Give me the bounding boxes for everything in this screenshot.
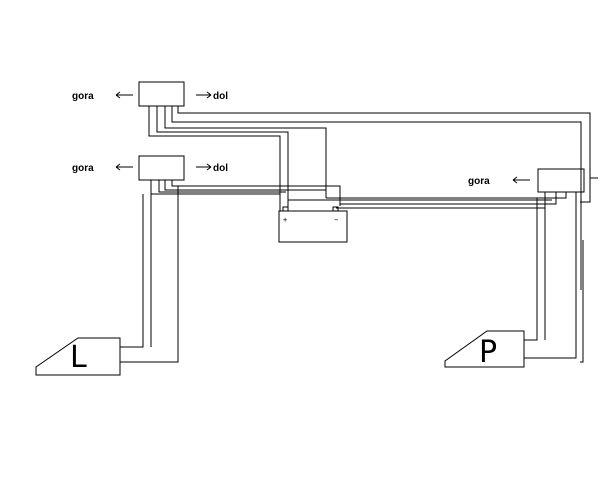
door-left-label: L	[70, 340, 87, 375]
door-right-label: P	[479, 335, 497, 370]
wire	[171, 180, 341, 206]
switch-1-down-arrow	[196, 91, 212, 99]
door-left-shape	[35, 337, 121, 376]
switch-2-up-label: gora	[72, 163, 94, 174]
switch-3-up-label: gora	[468, 176, 490, 187]
wire	[171, 106, 582, 290]
switch-1-up-label: gora	[72, 91, 94, 102]
switch-1-down-label: dol	[213, 91, 228, 102]
battery: + −	[278, 206, 348, 243]
wire	[120, 186, 179, 363]
battery-terminal-minus	[332, 206, 339, 212]
switch-2-down-arrow	[196, 163, 212, 171]
switch-1-up-arrow	[115, 91, 133, 99]
battery-body	[278, 210, 348, 243]
battery-minus-label: −	[334, 216, 338, 224]
switch-3-box	[537, 168, 585, 193]
battery-plus-label: +	[283, 216, 287, 224]
switch-3-up-arrow	[512, 176, 530, 184]
switch-2-up-arrow	[115, 163, 133, 171]
wire	[177, 106, 591, 203]
wire	[148, 106, 281, 211]
wire	[524, 198, 538, 341]
battery-terminal-plus	[282, 206, 289, 212]
wire	[120, 194, 144, 348]
wire	[164, 180, 327, 198]
wire	[580, 240, 584, 363]
wires	[120, 106, 591, 363]
switch-1-box	[138, 81, 185, 107]
door-motor-left: L	[35, 337, 121, 376]
switch-3: gora	[468, 168, 598, 193]
wire	[156, 106, 289, 207]
wire	[340, 192, 557, 205]
door-motor-right: P	[444, 330, 525, 370]
wire	[158, 180, 286, 193]
wire	[326, 192, 567, 199]
switch-1: gora dol	[72, 81, 228, 107]
switch-2: gora dol	[72, 155, 228, 181]
wire	[524, 192, 577, 359]
switch-2-box	[138, 155, 185, 181]
wire	[164, 106, 327, 190]
switch-2-down-label: dol	[213, 163, 228, 174]
door-right-shape	[444, 330, 525, 368]
